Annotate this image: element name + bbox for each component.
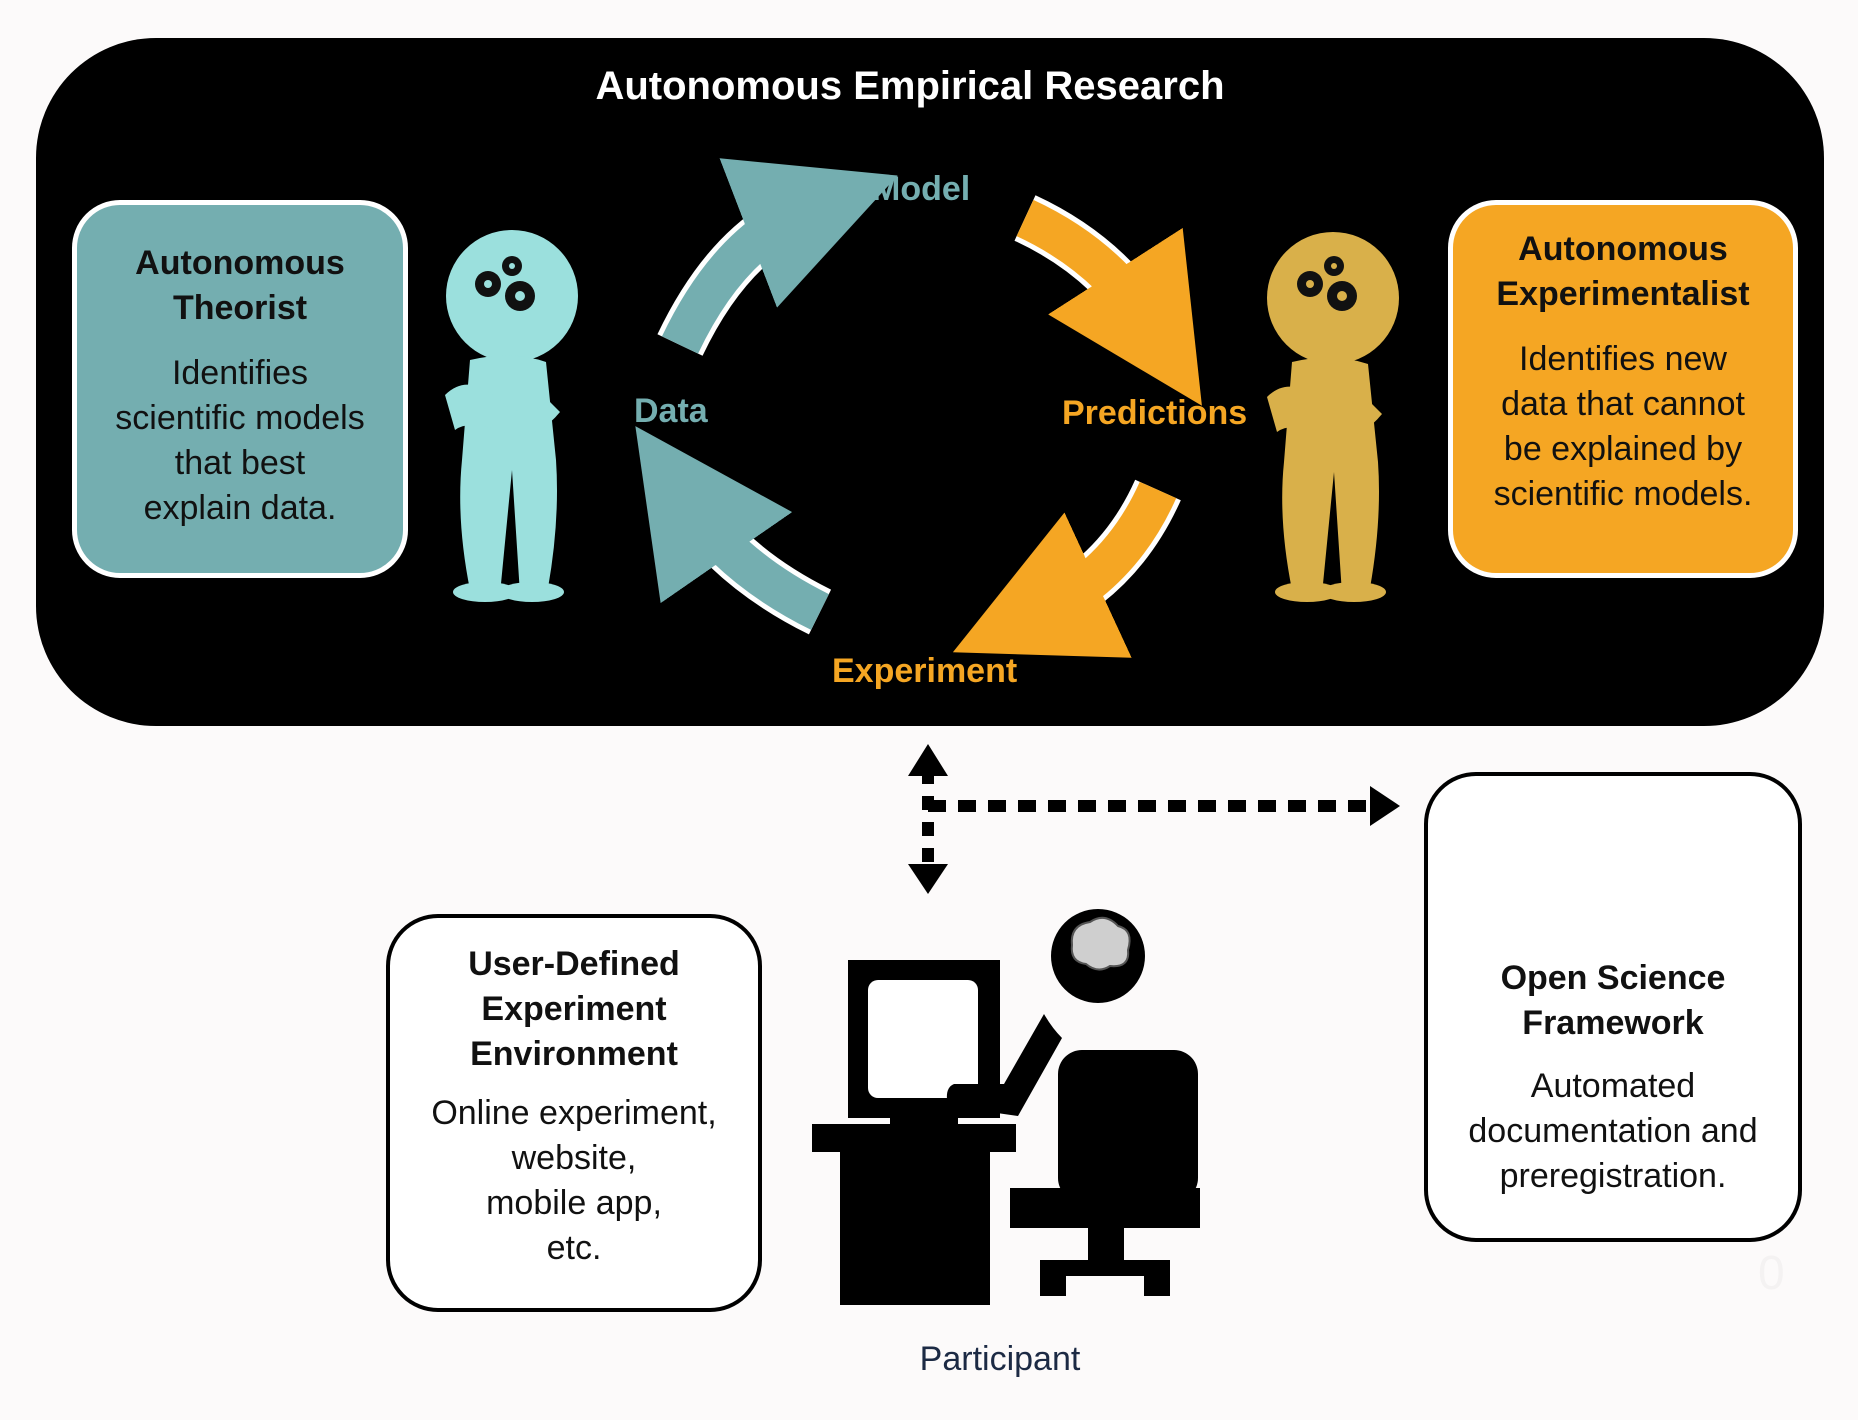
- theorist-line: scientific models: [115, 399, 365, 437]
- experimentalist-card: Autonomous Experimentalist Identifies ne…: [1448, 200, 1798, 578]
- env-heading-line: Experiment: [481, 990, 667, 1028]
- theorist-card: Autonomous Theorist Identifies scientifi…: [72, 200, 408, 578]
- osf-line: preregistration.: [1499, 1157, 1727, 1195]
- cycle-arrows: [635, 158, 1202, 658]
- experimentalist-figure-icon: [1267, 232, 1399, 602]
- diagram-title: Autonomous Empirical Research: [595, 64, 1225, 108]
- participant-at-computer-icon: [812, 909, 1200, 1305]
- data-label: Data: [634, 392, 708, 430]
- experiment-environment-card: User-Defined Experiment Environment Onli…: [386, 914, 762, 1312]
- env-heading-line: User-Defined: [468, 945, 680, 983]
- predictions-label: Predictions: [1062, 394, 1248, 432]
- theorist-line: explain data.: [143, 489, 337, 527]
- osf-heading-line: Open Science: [1500, 959, 1726, 997]
- stray-mark: 0: [1758, 1247, 1785, 1300]
- osf-heading-line: Framework: [1522, 1004, 1704, 1042]
- experimentalist-line: data that cannot: [1501, 385, 1745, 423]
- participant-label: Participant: [919, 1340, 1081, 1378]
- experimentalist-heading-2: Experimentalist: [1496, 275, 1750, 313]
- theorist-description: Identifies scientific models that best e…: [77, 351, 403, 531]
- env-heading-line: Environment: [470, 1035, 678, 1073]
- dotted-connectors: [908, 744, 1400, 894]
- theorist-heading-2: Theorist: [172, 289, 308, 327]
- env-line: mobile app,: [486, 1184, 662, 1222]
- osf-card: Open Science Framework Automated documen…: [1424, 772, 1802, 1242]
- env-line: etc.: [546, 1229, 602, 1267]
- theorist-heading-1: Autonomous: [135, 244, 345, 282]
- experimentalist-description: Identifies new data that cannot be expla…: [1453, 337, 1793, 517]
- theorist-figure-icon: [445, 230, 578, 602]
- experimentalist-line: Identifies new: [1519, 340, 1727, 378]
- env-line: website,: [511, 1139, 637, 1177]
- osf-line: Automated: [1530, 1067, 1696, 1105]
- experimentalist-heading-1: Autonomous: [1518, 230, 1728, 268]
- experiment-label: Experiment: [832, 652, 1018, 690]
- experimentalist-line: be explained by: [1503, 430, 1743, 468]
- env-line: Online experiment,: [431, 1094, 717, 1132]
- experimentalist-line: scientific models.: [1493, 475, 1753, 513]
- osf-line: documentation and: [1468, 1112, 1758, 1150]
- theorist-line: Identifies: [171, 354, 309, 392]
- env-description: Online experiment, website, mobile app, …: [390, 1091, 758, 1271]
- theorist-line: that best: [174, 444, 306, 482]
- model-label: Model: [872, 170, 971, 208]
- osf-description: Automated documentation and preregistrat…: [1428, 1064, 1798, 1199]
